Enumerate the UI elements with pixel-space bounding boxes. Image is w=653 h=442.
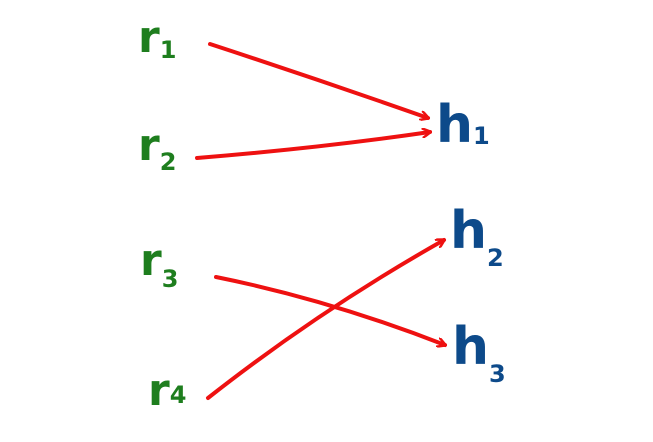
edge-r1-h1: [208, 42, 428, 118]
node-r1: r1: [138, 12, 176, 64]
node-h3-sub: 3: [489, 360, 506, 388]
node-h1-sub: 1: [473, 122, 490, 150]
node-h1-base: h: [436, 95, 473, 155]
right-nodes: h1 h2 h3: [436, 95, 506, 388]
edges: [195, 42, 445, 400]
node-r4-sub: 4: [170, 381, 187, 409]
node-h2-base: h: [450, 201, 487, 261]
node-h3-base: h: [452, 317, 489, 377]
node-r2-base: r: [138, 120, 160, 171]
node-r3: r3: [140, 235, 178, 293]
left-nodes: r1 r2 r3 r4: [138, 12, 186, 416]
node-r3-base: r: [140, 235, 162, 286]
edge-r2-h1: [195, 132, 430, 160]
node-r2: r2: [138, 120, 176, 176]
node-h1: h1: [436, 95, 490, 155]
node-r1-base: r: [138, 12, 160, 63]
node-r2-sub: 2: [160, 148, 177, 176]
node-r3-sub: 3: [162, 265, 179, 293]
edge-r4-h2: [206, 238, 444, 400]
node-r4: r4: [148, 365, 186, 416]
node-h2: h2: [450, 201, 504, 272]
node-r1-sub: 1: [160, 36, 177, 64]
node-h2-sub: 2: [487, 244, 504, 272]
node-r4-base: r: [148, 365, 170, 416]
edge-r3-h3: [214, 275, 445, 345]
node-h3: h3: [452, 317, 506, 388]
